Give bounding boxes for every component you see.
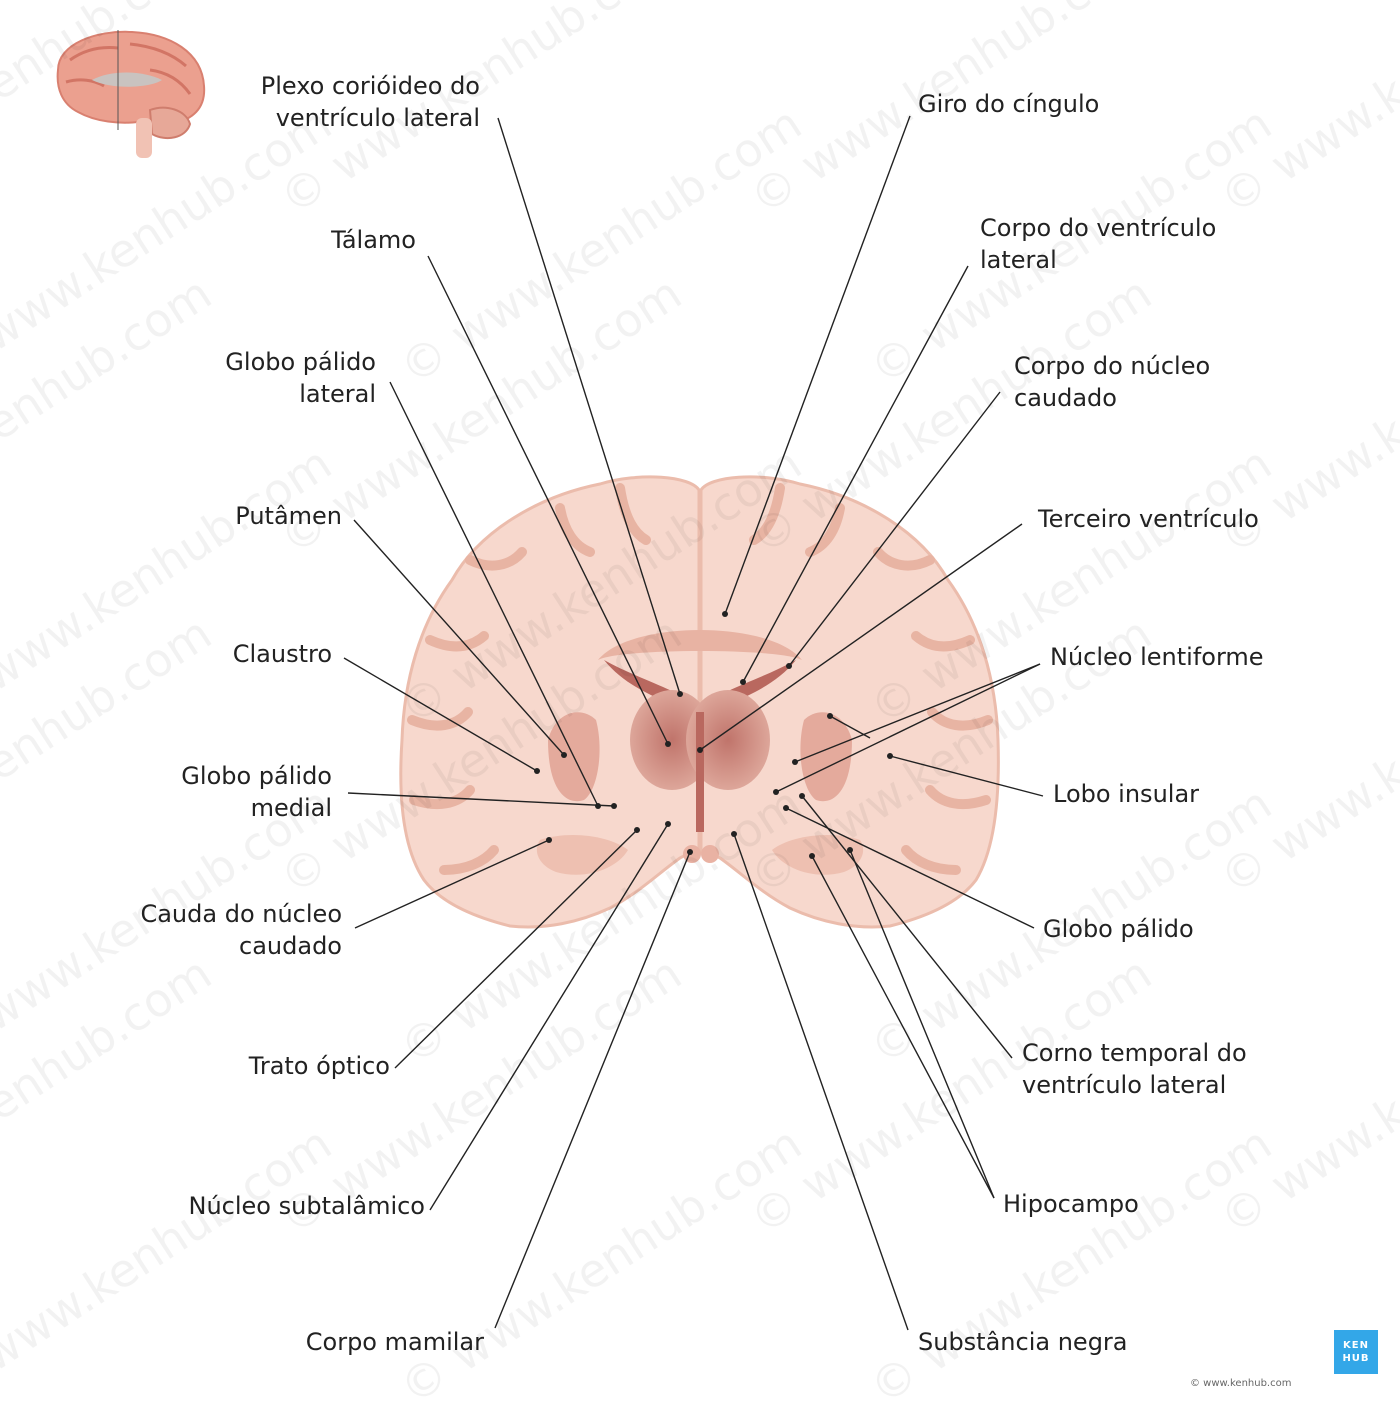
leader-corpo-ventriculo — [742, 265, 969, 683]
hemispheres — [399, 475, 1000, 929]
leader-corno — [801, 795, 1013, 1059]
label-hipocampo: Hipocampo — [1003, 1190, 1139, 1218]
leader-insular-2 — [829, 715, 871, 739]
leader-lines — [343, 115, 1044, 1331]
leader-negra — [733, 833, 909, 1331]
leader-mamilar — [494, 851, 691, 1329]
label-subtalamico: Núcleo subtalâmico — [188, 1192, 425, 1220]
label-cingulo: Giro do cíngulo — [918, 90, 1100, 118]
credit-text: © www.kenhub.com — [1190, 1378, 1292, 1389]
leader-insular-1 — [889, 755, 1044, 797]
sagittal-thumbnail — [56, 30, 206, 158]
leader-dots — [534, 611, 893, 859]
leader-trato — [394, 829, 638, 1069]
leader-cingulo — [724, 115, 911, 615]
label-claustro: Claustro — [232, 640, 332, 668]
label-talamo: Tálamo — [331, 226, 416, 254]
label-mamilar: Corpo mamilar — [305, 1328, 484, 1356]
leader-terceiro — [699, 523, 1023, 751]
leader-putamen — [353, 519, 565, 756]
leader-hipocampo-2 — [811, 855, 995, 1199]
label-trato: Trato óptico — [248, 1052, 390, 1080]
leader-plexo — [497, 117, 681, 695]
leader-globo-lateral — [389, 381, 599, 807]
label-lentiforme: Núcleo lentiforme — [1050, 643, 1264, 671]
leader-globo-medial — [347, 792, 615, 807]
leader-talamo — [427, 255, 669, 745]
leader-cauda — [354, 839, 550, 929]
label-putamen: Putâmen — [235, 502, 342, 530]
leader-corpo-caudado — [788, 391, 1001, 667]
leader-subtalamico — [429, 823, 669, 1211]
leader-lentiforme-1 — [794, 663, 1041, 763]
label-insular: Lobo insular — [1053, 780, 1200, 808]
leader-hipocampo — [849, 849, 995, 1199]
leader-claustro — [343, 657, 538, 772]
label-terceiro: Terceiro ventrículo — [1038, 505, 1259, 533]
label-negra: Substância negra — [918, 1328, 1128, 1356]
leader-lentiforme-2 — [775, 663, 1041, 793]
label-globo: Globo pálido — [1043, 915, 1194, 943]
